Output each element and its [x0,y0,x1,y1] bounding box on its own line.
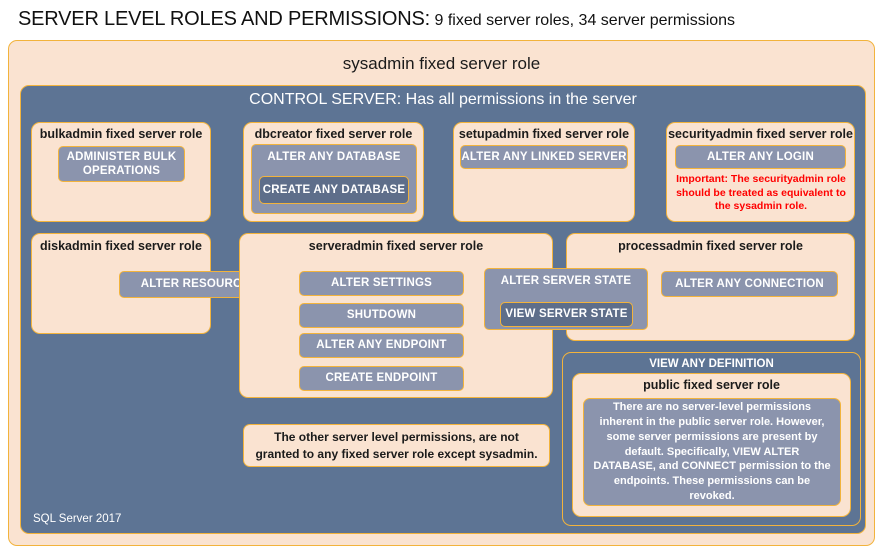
permission-create-endpoint[interactable]: CREATE ENDPOINT [299,366,464,391]
page-title-sub: 9 fixed server roles, 34 server permissi… [430,12,736,29]
role-label-securityadmin: securityadmin fixed server role [668,127,853,141]
role-box-setupadmin [453,122,635,222]
permission-alter-any-endpoint[interactable]: ALTER ANY ENDPOINT [299,333,464,358]
role-label-dbcreator: dbcreator fixed server role [254,127,413,141]
role-label-serveradmin: serveradmin fixed server role [308,239,484,253]
public-role-description: There are no server-level permissions in… [583,398,841,506]
permission-alter-settings[interactable]: ALTER SETTINGS [299,271,464,296]
control-server-label: CONTROL SERVER: Has all permissions in t… [249,91,637,108]
permission-create-any-database[interactable]: CREATE ANY DATABASE [259,176,409,204]
sysadmin-role-label: sysadmin fixed server role [342,54,541,73]
securityadmin-warning-note: Important: The securityadmin role should… [676,173,846,213]
role-label-processadmin: processadmin fixed server role [618,239,803,253]
permission-alter-any-linked-server[interactable]: ALTER ANY LINKED SERVER [460,145,628,169]
footer-version-label: SQL Server 2017 [33,513,122,525]
permission-administer-bulk-operations[interactable]: ADMINISTER BULK OPERATIONS [58,146,185,182]
permission-view-server-state[interactable]: VIEW SERVER STATE [500,302,633,327]
permission-view-any-definition[interactable]: VIEW ANY DEFINITION [649,358,774,370]
page-title: SERVER LEVEL ROLES AND PERMISSIONS: 9 fi… [18,6,868,32]
role-box-securityadmin [666,122,855,222]
other-permissions-note: The other server level permissions, are … [243,424,550,467]
page-title-main: SERVER LEVEL ROLES AND PERMISSIONS: [18,8,431,30]
permission-shutdown[interactable]: SHUTDOWN [299,303,464,328]
role-label-diskadmin: diskadmin fixed server role [40,239,202,253]
role-label-public: public fixed server role [643,378,780,392]
permission-alter-any-connection[interactable]: ALTER ANY CONNECTION [661,271,838,297]
role-label-bulkadmin: bulkadmin fixed server role [39,127,203,141]
role-label-setupadmin: setupadmin fixed server role [458,127,630,141]
permission-alter-any-login[interactable]: ALTER ANY LOGIN [675,145,846,169]
